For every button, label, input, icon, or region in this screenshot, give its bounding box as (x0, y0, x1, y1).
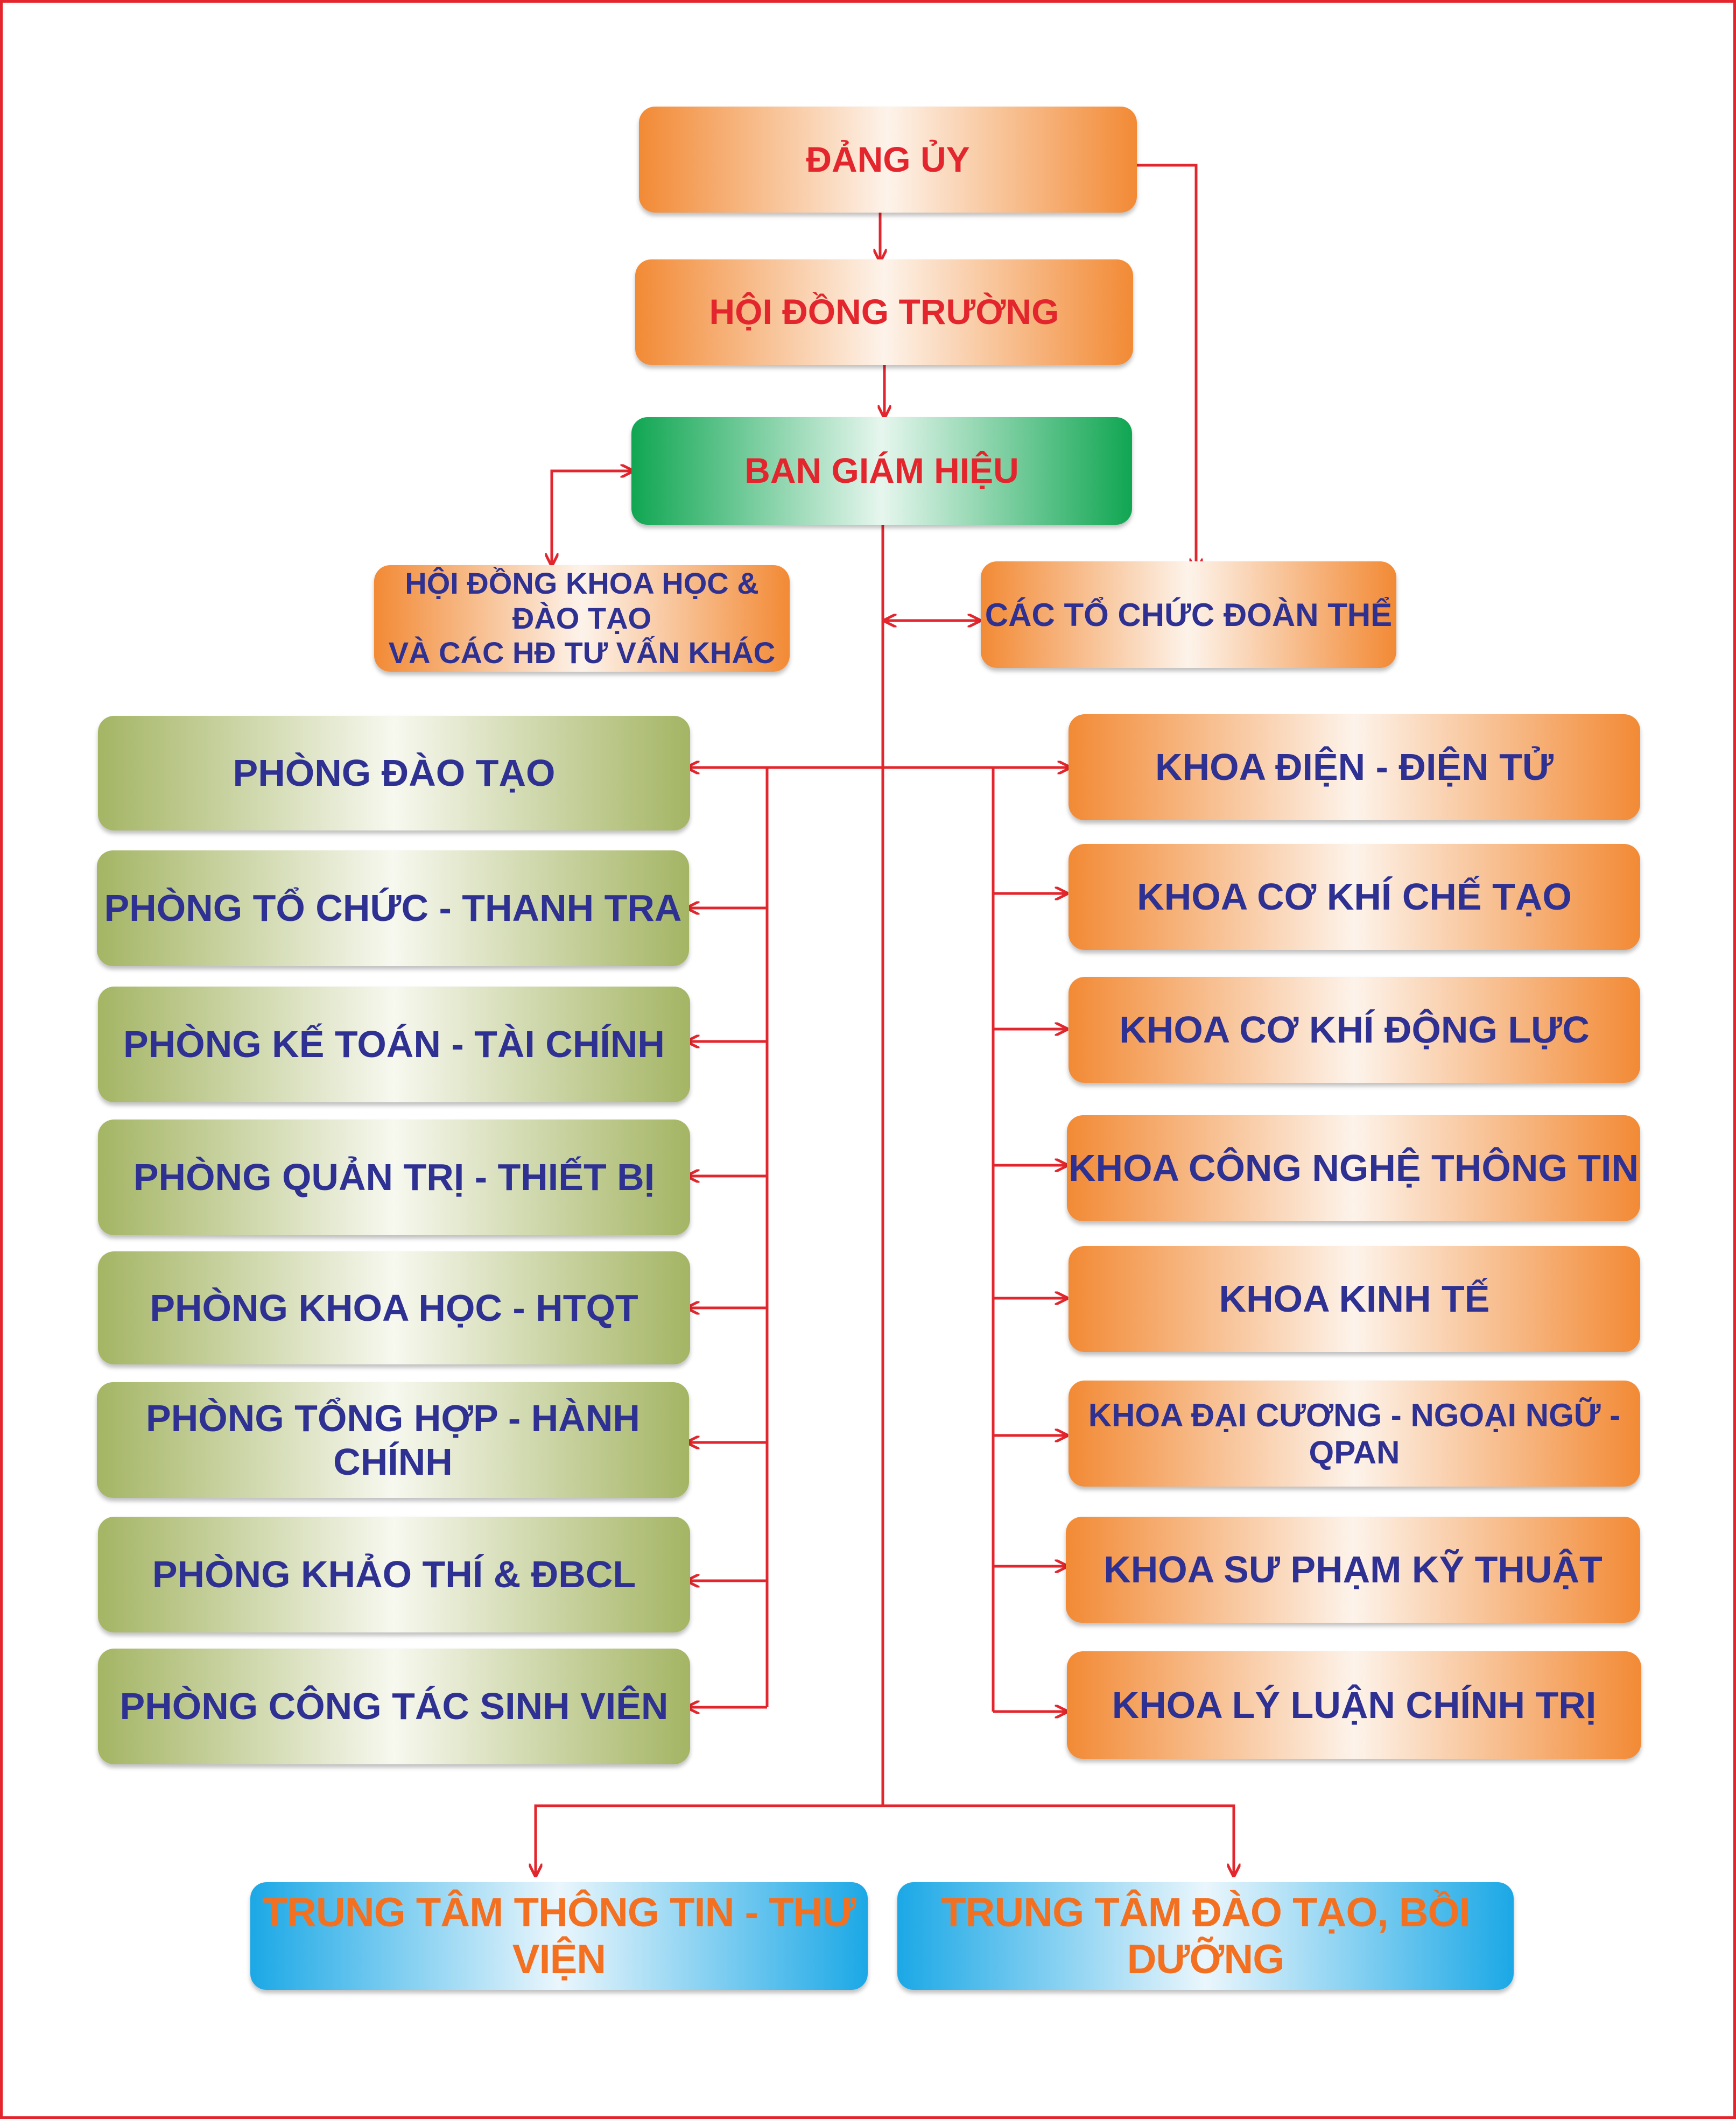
box-faculty-8: KHOA LÝ LUẬN CHÍNH TRỊ (1067, 1651, 1641, 1759)
department-label: PHÒNG ĐÀO TẠO (233, 752, 556, 794)
center-label: TRUNG TÂM ĐÀO TẠO, BỒI DƯỠNG (941, 1889, 1471, 1982)
unions-label: CÁC TỔ CHỨC ĐOÀN THỂ (985, 596, 1393, 633)
department-label: PHÒNG KẾ TOÁN - TÀI CHÍNH (123, 1023, 665, 1066)
advisory-line-1: HỘI ĐỒNG KHOA HỌC & ĐÀO TẠO (405, 566, 759, 635)
box-ban-giam-hieu: BAN GIÁM HIỆU (631, 417, 1132, 525)
box-faculty-4: KHOA CÔNG NGHỆ THÔNG TIN (1067, 1115, 1640, 1221)
faculty-label: KHOA KINH TẾ (1219, 1278, 1490, 1320)
box-advisory-council: HỘI ĐỒNG KHOA HỌC & ĐÀO TẠO VÀ CÁC HĐ TƯ… (374, 565, 790, 672)
department-label: PHÒNG KHOA HỌC - HTQT (150, 1286, 638, 1329)
department-label: PHÒNG CÔNG TÁC SINH VIÊN (120, 1685, 669, 1728)
faculty-label: KHOA LÝ LUẬN CHÍNH TRỊ (1112, 1684, 1597, 1726)
edge-bgh-advisory (552, 471, 632, 565)
box-department-8: PHÒNG CÔNG TÁC SINH VIÊN (98, 1649, 690, 1764)
box-faculty-2: KHOA CƠ KHÍ CHẾ TẠO (1069, 844, 1640, 950)
box-faculty-6: KHOA ĐẠI CƯƠNG - NGOẠI NGỮ - QPAN (1069, 1381, 1640, 1487)
box-department-4: PHÒNG QUẢN TRỊ - THIẾT BỊ (98, 1120, 690, 1235)
box-center-training: TRUNG TÂM ĐÀO TẠO, BỒI DƯỠNG (897, 1882, 1514, 1990)
box-dang-uy: ĐẢNG ỦY (639, 107, 1137, 213)
department-label: PHÒNG KHẢO THÍ & ĐBCL (152, 1553, 636, 1596)
box-unions: CÁC TỔ CHỨC ĐOÀN THỂ (981, 561, 1396, 668)
department-label: PHÒNG TỔNG HỢP - HÀNH CHÍNH (146, 1397, 640, 1483)
box-department-7: PHÒNG KHẢO THÍ & ĐBCL (98, 1517, 690, 1632)
box-department-5: PHÒNG KHOA HỌC - HTQT (98, 1251, 690, 1364)
faculty-label: KHOA CÔNG NGHỆ THÔNG TIN (1068, 1147, 1639, 1189)
department-label: PHÒNG QUẢN TRỊ - THIẾT BỊ (133, 1156, 655, 1199)
ban-giam-hieu-label: BAN GIÁM HIỆU (744, 450, 1019, 491)
box-center-library: TRUNG TÂM THÔNG TIN - THƯ VIỆN (250, 1882, 868, 1990)
edge-trunk-centers (534, 1804, 1235, 1874)
dang-uy-label: ĐẢNG ỦY (806, 139, 970, 179)
box-hoi-dong-truong: HỘI ĐỒNG TRƯỜNG (635, 259, 1133, 365)
advisory-line-2: VÀ CÁC HĐ TƯ VẤN KHÁC (388, 636, 776, 670)
box-department-1: PHÒNG ĐÀO TẠO (98, 716, 690, 830)
box-faculty-1: KHOA ĐIỆN - ĐIỆN TỬ (1069, 714, 1640, 820)
box-faculty-3: KHOA CƠ KHÍ ĐỘNG LỰC (1069, 977, 1640, 1083)
department-label: PHÒNG TỔ CHỨC - THANH TRA (104, 887, 682, 930)
box-department-6: PHÒNG TỔNG HỢP - HÀNH CHÍNH (97, 1382, 689, 1498)
edge-dangu-unions (1137, 164, 1196, 571)
box-faculty-5: KHOA KINH TẾ (1069, 1246, 1640, 1352)
box-department-3: PHÒNG KẾ TOÁN - TÀI CHÍNH (98, 987, 690, 1102)
faculty-label: KHOA CƠ KHÍ ĐỘNG LỰC (1119, 1009, 1590, 1051)
faculty-label: KHOA ĐẠI CƯƠNG - NGOẠI NGỮ - QPAN (1088, 1397, 1621, 1470)
faculty-label: KHOA SƯ PHẠM KỸ THUẬT (1104, 1548, 1603, 1591)
hoi-dong-truong-label: HỘI ĐỒNG TRƯỜNG (709, 292, 1059, 332)
faculty-label: KHOA CƠ KHÍ CHẾ TẠO (1137, 876, 1572, 918)
box-department-2: PHÒNG TỔ CHỨC - THANH TRA (97, 850, 689, 966)
faculty-label: KHOA ĐIỆN - ĐIỆN TỬ (1155, 746, 1554, 789)
box-faculty-7: KHOA SƯ PHẠM KỸ THUẬT (1066, 1517, 1640, 1623)
center-label: TRUNG TÂM THÔNG TIN - THƯ VIỆN (262, 1889, 856, 1982)
